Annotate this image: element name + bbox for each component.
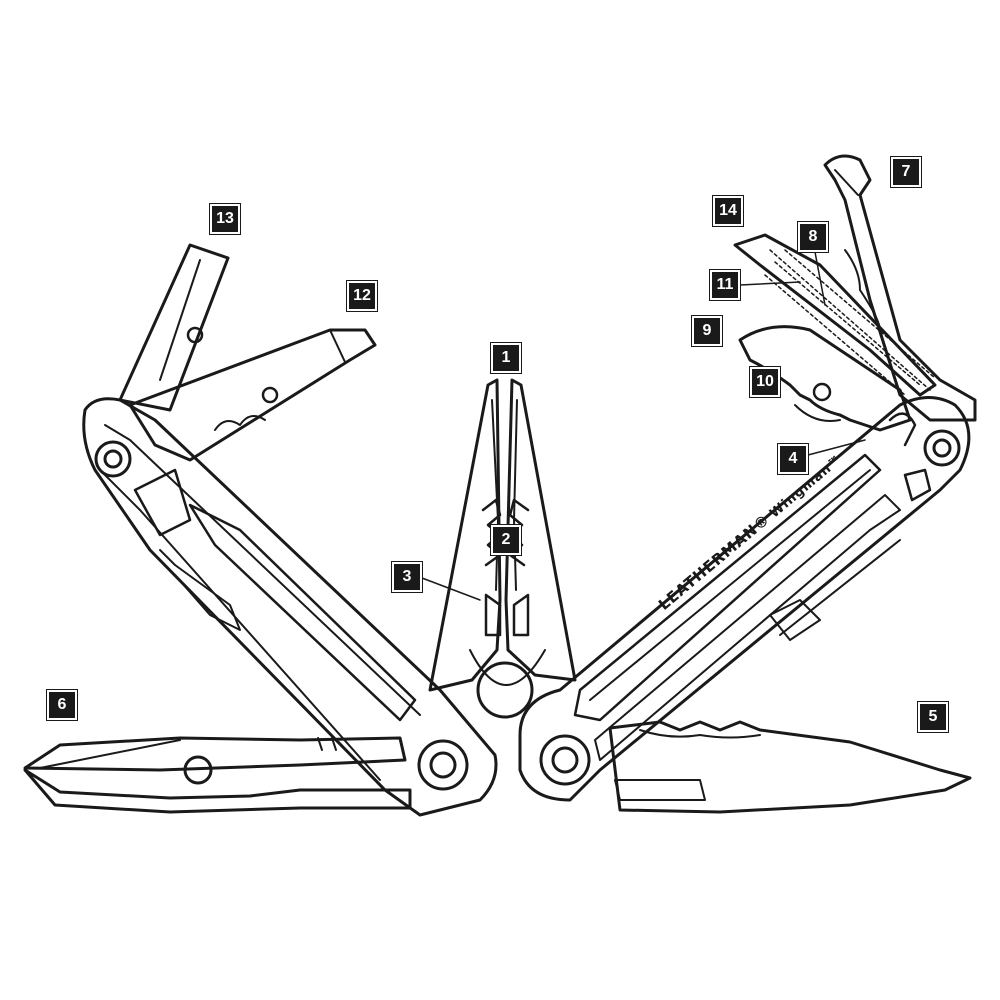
- callout-10-label: 10: [749, 366, 781, 398]
- flat-screwdriver-tool: [118, 243, 230, 412]
- callout-13-label: 13: [209, 203, 241, 235]
- wood-metal-file-tool: [733, 233, 937, 397]
- callout-7-label: 7: [890, 156, 922, 188]
- scissors-tool: [23, 736, 412, 814]
- callout-11-label: 11: [709, 269, 741, 301]
- callout-14-label: 14: [712, 195, 744, 227]
- left-handle: [82, 397, 498, 817]
- callout-4-label: 4: [777, 443, 809, 475]
- callout-9-label: 9: [691, 315, 723, 347]
- callout-12-label: 12: [346, 280, 378, 312]
- callout-3-label: 3: [391, 561, 423, 593]
- right-handle: [518, 396, 971, 802]
- combo-knife-tool: [608, 720, 972, 814]
- callout-8-label: 8: [797, 221, 829, 253]
- callout-1-label: 1: [490, 342, 522, 374]
- phillips-screwdriver-tool: [128, 328, 377, 462]
- leader-lines: [421, 251, 866, 601]
- callout-5-label: 5: [917, 701, 949, 733]
- callout-6-label: 6: [46, 689, 78, 721]
- callout-2-label: 2: [490, 524, 522, 556]
- package-opener-tool: [823, 154, 977, 422]
